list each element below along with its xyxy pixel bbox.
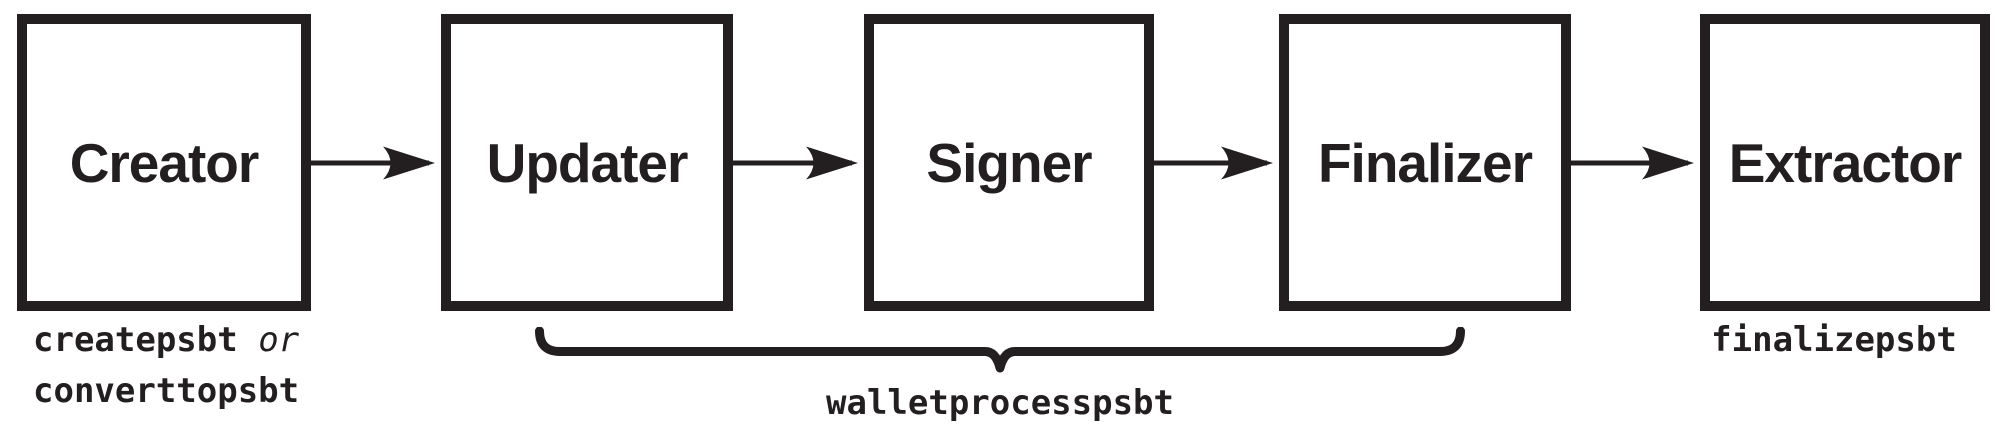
node-updater-label: Updater <box>486 131 689 194</box>
node-extractor-label: Extractor <box>1728 131 1962 194</box>
or-conjunction: or <box>258 320 300 360</box>
node-signer-label: Signer <box>926 131 1092 194</box>
arrow-creator-to-updater-icon <box>309 146 435 180</box>
node-creator: Creator <box>17 14 311 311</box>
arrow-signer-to-finalizer-icon <box>1152 146 1273 180</box>
walletprocesspsbt-command: walletprocesspsbt <box>826 383 1174 423</box>
wallet-span-brace-icon <box>535 327 1465 373</box>
creator-commands-line1: createpsbt or <box>33 318 299 369</box>
node-finalizer-label: Finalizer <box>1317 131 1533 194</box>
spacer <box>238 320 258 360</box>
createpsbt-command: createpsbt <box>33 320 238 360</box>
extractor-command-annotation: finalizepsbt <box>1700 320 1968 360</box>
walletprocesspsbt-annotation: walletprocesspsbt <box>535 383 1465 423</box>
creator-commands-annotation: createpsbt or converttopsbt <box>33 318 299 420</box>
node-signer: Signer <box>864 14 1154 311</box>
node-updater: Updater <box>441 14 733 311</box>
finalizepsbt-command: finalizepsbt <box>1711 320 1957 360</box>
node-finalizer: Finalizer <box>1279 14 1571 311</box>
node-creator-label: Creator <box>69 131 260 194</box>
arrow-finalizer-to-extractor-icon <box>1569 146 1694 180</box>
node-extractor: Extractor <box>1700 14 1990 311</box>
arrow-updater-to-signer-icon <box>731 146 858 180</box>
converttopsbt-command: converttopsbt <box>33 371 300 411</box>
creator-commands-line2: converttopsbt <box>33 369 299 420</box>
